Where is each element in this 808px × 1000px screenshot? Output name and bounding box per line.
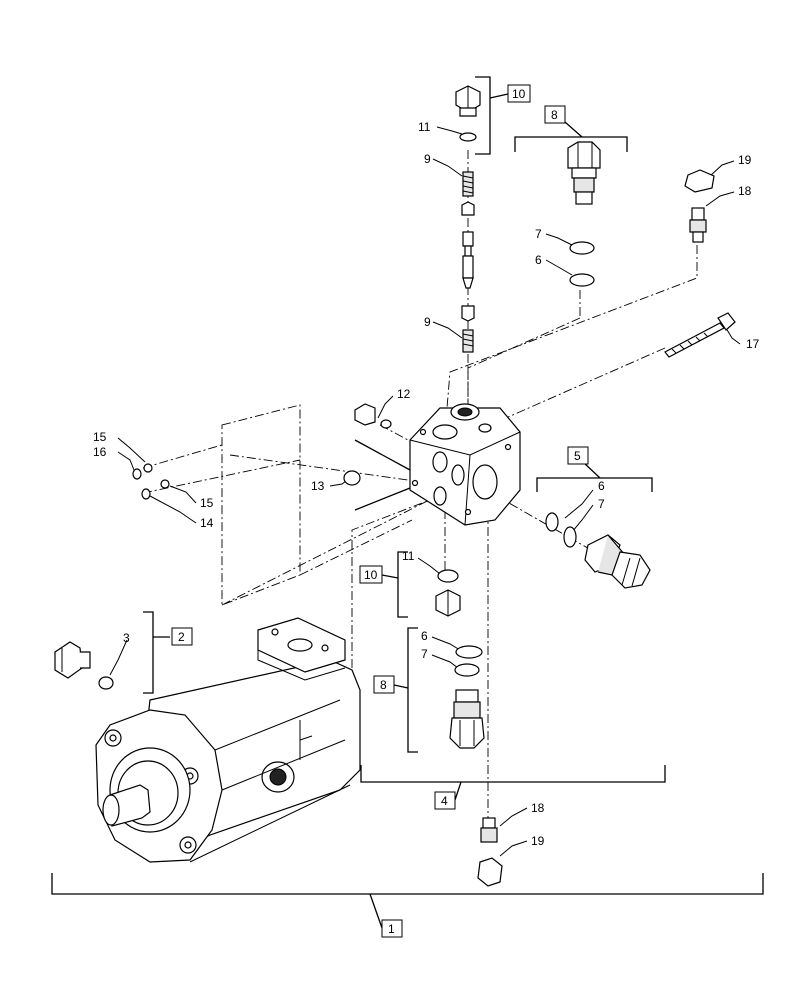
callout-boxes [171,84,589,938]
callout-4: 4 [441,794,448,808]
callout-18-bottom: 18 [531,801,545,815]
o-ring-6-right [545,512,559,532]
center-lines [142,150,698,830]
o-ring-6-top [569,273,595,287]
fitting-12 [354,403,392,429]
callout-8-bottom: 8 [380,678,387,692]
callout-17: 17 [746,337,760,351]
callout-6-bottom: 6 [421,629,428,643]
callout-15-left: 15 [93,430,107,444]
callout-14: 14 [200,516,214,530]
callout-1: 1 [388,922,395,936]
callout-9-bottom: 9 [424,315,431,329]
callout-15-right: 15 [200,496,214,510]
callout-6-top: 6 [535,253,542,267]
valve-block [409,403,521,526]
callout-19-bottom: 19 [531,834,545,848]
hydraulic-pump [95,617,361,863]
callout-13: 13 [311,479,325,493]
o-ring-7-right [563,526,577,548]
o-ring-11-bottom [437,569,459,583]
fitting-18-top [689,207,707,243]
fitting-18-bottom [480,817,498,843]
callout-8-top: 8 [551,108,558,122]
callout-labels: 10 8 5 10 8 2 4 1 11 9 9 7 6 19 18 17 12… [93,87,760,936]
brackets [51,76,764,929]
callout-10-top: 10 [512,87,526,101]
o-ring-7-top [569,241,595,255]
callout-7-bottom: 7 [421,647,428,661]
cap-19-top [684,169,715,193]
callout-7-top: 7 [535,227,542,241]
leader-lines [109,126,741,857]
callout-11-bottom: 11 [402,549,415,563]
callout-10-bottom: 10 [364,568,378,582]
spool [462,231,474,289]
callout-12: 12 [397,387,411,401]
spring-9-top [462,171,474,197]
seat-bottom [461,305,475,322]
cartridge-5 [584,534,651,589]
block-leader-upper [354,439,411,471]
o-ring-7-bottom [454,663,480,677]
plug-part-2 [54,641,91,679]
callout-6-right: 6 [598,479,605,493]
spring-9-bottom [462,329,474,353]
bolt-17 [664,312,736,358]
callout-7-right: 7 [598,497,605,511]
ring-16 [132,468,142,480]
callout-5: 5 [574,449,581,463]
callout-16: 16 [93,445,107,459]
block-leader-lower [354,487,411,511]
callout-2: 2 [178,630,185,644]
o-ring-3 [98,676,114,690]
o-ring-13 [343,470,361,486]
callout-9-top: 9 [424,152,431,166]
seat-top [461,201,475,216]
callout-11-top: 11 [418,120,431,134]
callout-3: 3 [123,631,130,645]
plug-10-top [455,85,481,117]
ring-14 [141,488,151,500]
cap-19-bottom [477,857,503,887]
o-ring-6-bottom [455,645,483,659]
callout-18-top: 18 [738,184,752,198]
cartridge-8-top [567,141,601,205]
cartridge-8-bottom [449,689,485,749]
o-ring-11-top [459,132,477,142]
plug-10-bottom [435,589,461,617]
callout-19-top: 19 [738,153,752,167]
